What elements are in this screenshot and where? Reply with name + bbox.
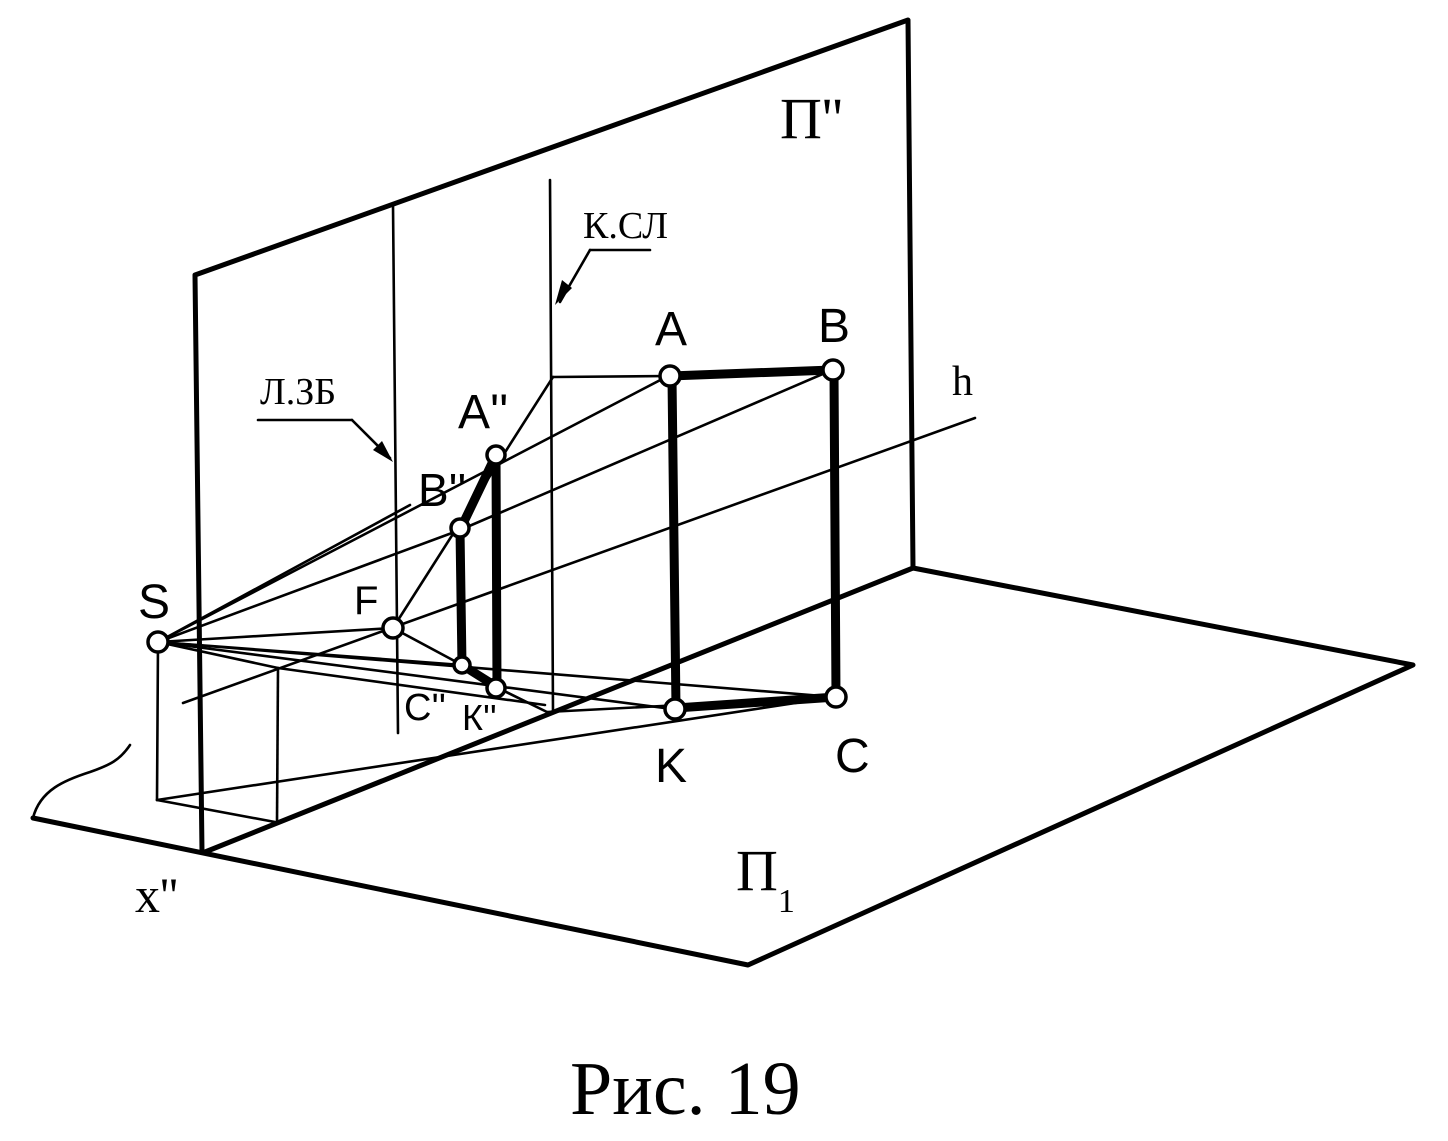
- horizontal-plane: [30, 565, 1416, 968]
- line-lzb: [391, 203, 400, 735]
- label-axis: x'': [135, 867, 178, 923]
- label-C2: C'': [404, 687, 446, 729]
- point-K2: [485, 677, 507, 699]
- point-F: [381, 616, 405, 640]
- label-B: B: [818, 300, 850, 353]
- figure-caption: Рис. 19: [570, 1047, 801, 1131]
- wavy-edge: [31, 743, 132, 820]
- point-C2: [452, 655, 472, 675]
- leader-lzb: [256, 418, 393, 462]
- label-C: C: [835, 730, 870, 783]
- label-kcl: К.СЛ: [583, 205, 668, 247]
- object-edges: [455, 365, 841, 713]
- label-A: A: [655, 303, 687, 356]
- leader-kcl: [555, 248, 652, 305]
- label-B2: B'': [418, 464, 466, 516]
- label-plane-frontal: П'': [780, 86, 843, 151]
- label-F: F: [354, 579, 378, 623]
- label-plane-horizontal: П1: [736, 838, 795, 920]
- point-B2: [449, 517, 471, 539]
- points: [146, 358, 848, 721]
- point-A2: [485, 444, 507, 466]
- point-B: [821, 358, 845, 382]
- label-A2: A'': [458, 386, 508, 439]
- line-kcl: [548, 178, 555, 714]
- point-C: [824, 685, 848, 709]
- label-S: S: [138, 576, 170, 629]
- point-K: [663, 697, 687, 721]
- label-K2: К'': [462, 697, 497, 738]
- point-A: [658, 364, 682, 388]
- label-horizon: h: [952, 359, 973, 405]
- label-K: K: [655, 740, 687, 793]
- point-S: [146, 630, 170, 654]
- label-lzb: Л.ЗБ: [260, 371, 336, 413]
- frontal-plane: [192, 17, 916, 855]
